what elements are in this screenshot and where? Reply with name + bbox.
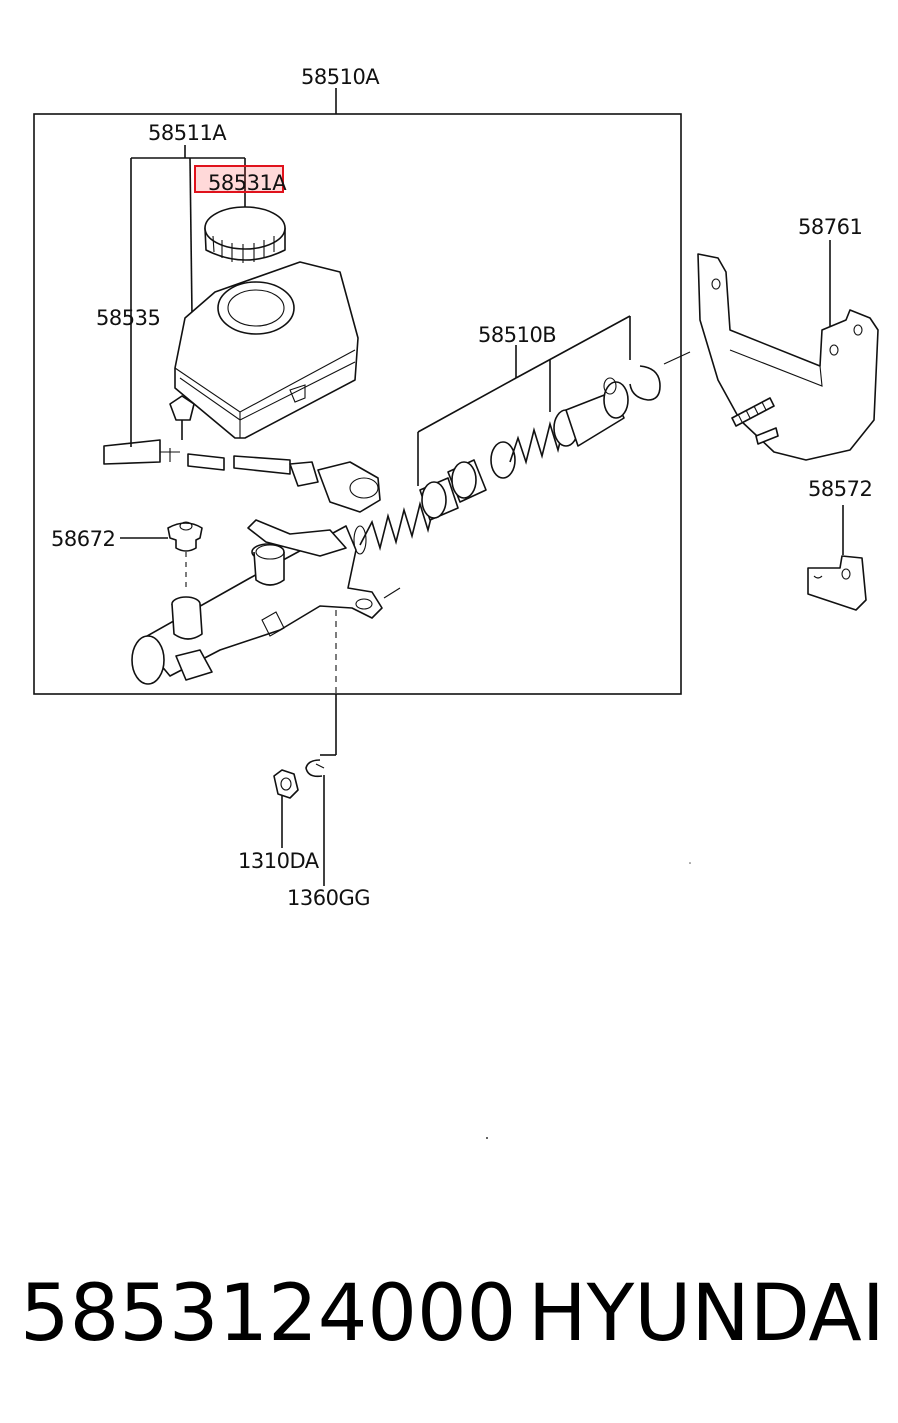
brand-text: HYUNDAI bbox=[528, 1269, 885, 1359]
highlight-box bbox=[194, 165, 284, 193]
secondary-piston-icon bbox=[553, 377, 629, 447]
label-nut: 1310DA bbox=[238, 849, 320, 873]
label-bracket-main: 58761 bbox=[798, 215, 862, 239]
label-grommet: 58672 bbox=[51, 527, 115, 551]
label-reservoir-cap: 58531A bbox=[208, 171, 287, 195]
primary-piston-icon bbox=[419, 459, 487, 521]
primary-spring-icon bbox=[353, 497, 437, 555]
reservoir-group-leader bbox=[130, 145, 246, 440]
label-washer: 1360GG bbox=[287, 886, 370, 910]
washer-icon bbox=[305, 759, 325, 778]
nut-icon bbox=[273, 769, 299, 799]
reservoir-tank-icon bbox=[174, 261, 359, 439]
speck-dot bbox=[486, 1137, 488, 1139]
label-piston-kit: 58510B bbox=[478, 323, 556, 347]
label-bracket-small: 58572 bbox=[808, 477, 872, 501]
level-sensor-icon bbox=[103, 395, 381, 513]
bracket-small-icon bbox=[807, 505, 867, 611]
reservoir-cap-icon bbox=[204, 206, 286, 263]
secondary-spring-icon bbox=[490, 417, 567, 479]
label-assembly: 58510A bbox=[301, 65, 380, 89]
bracket-main-icon bbox=[697, 240, 879, 461]
washer-leader bbox=[320, 694, 337, 886]
speck-dot bbox=[689, 862, 691, 864]
piston-kit-leader bbox=[417, 315, 631, 486]
label-reservoir-group: 58511A bbox=[148, 121, 227, 145]
part-number-text: 5853124000 bbox=[20, 1269, 517, 1359]
assembly-frame bbox=[33, 113, 682, 695]
grommet-icon bbox=[120, 521, 203, 592]
snap-ring-icon bbox=[629, 351, 691, 401]
master-cylinder-body-icon bbox=[131, 519, 401, 700]
label-level-sensor: 58535 bbox=[96, 306, 160, 330]
